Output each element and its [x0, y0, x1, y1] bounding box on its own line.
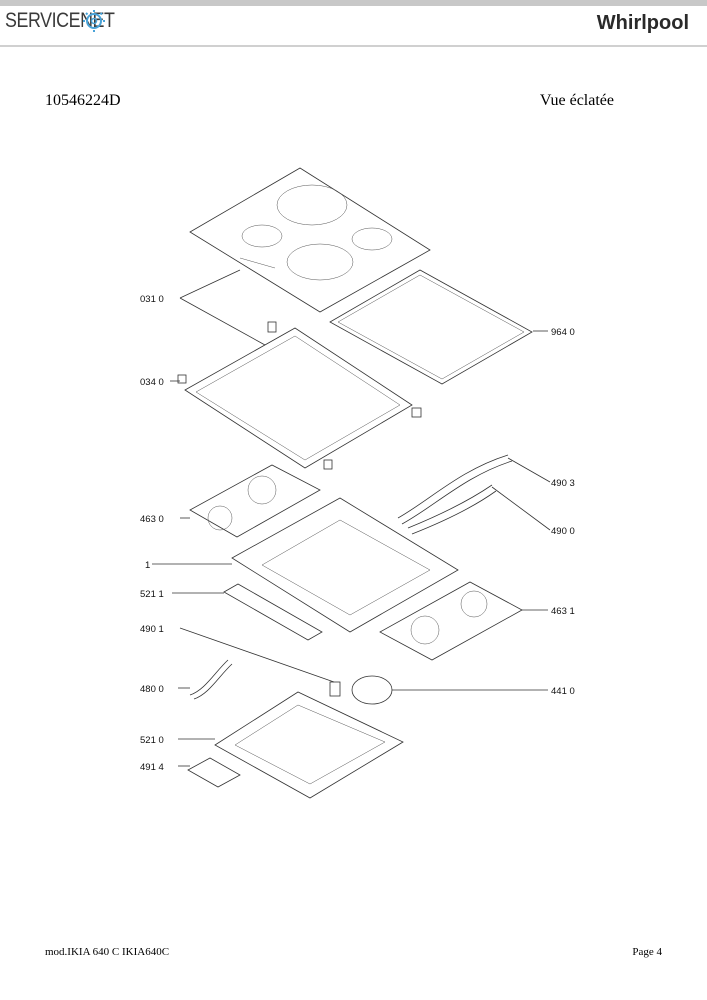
label-964: 964 0	[551, 327, 575, 338]
header-divider	[0, 45, 707, 47]
control-board	[223, 583, 323, 641]
document-title: Vue éclatée	[539, 92, 614, 109]
label-031: 031 0	[140, 294, 164, 305]
label-4631: 463 1	[551, 606, 575, 617]
label-4900: 490 0	[551, 526, 575, 537]
leader-lines	[152, 269, 551, 767]
footer-model: mod.IKIA 640 C IKIA640C	[45, 946, 170, 958]
whirlpool-logo: Whirlpool	[596, 12, 689, 34]
footer-page: Page 4	[632, 946, 662, 958]
filter	[187, 757, 241, 788]
label-4630: 463 0	[140, 514, 164, 525]
servicenet-logo: SERVICENET	[5, 9, 115, 32]
top-bar	[0, 0, 707, 6]
fan	[329, 675, 393, 705]
main-tray	[231, 497, 459, 633]
gasket	[329, 269, 533, 385]
label-4914: 491 4	[140, 762, 164, 773]
glass-top	[189, 167, 431, 313]
label-5211: 521 1	[140, 589, 164, 600]
label-4903: 490 3	[551, 478, 575, 489]
label-1: 1	[145, 560, 150, 571]
label-4901: 490 1	[140, 624, 164, 635]
gear-icon	[83, 10, 105, 32]
cables	[397, 454, 513, 535]
label-4410: 441 0	[551, 686, 575, 697]
ribbon-cable	[189, 659, 233, 700]
frame	[177, 321, 422, 470]
label-034: 034 0	[140, 377, 164, 388]
bottom-housing	[214, 691, 404, 799]
document-id: 10546224D	[45, 92, 121, 109]
label-5210: 521 0	[140, 735, 164, 746]
label-4800: 480 0	[140, 684, 164, 695]
inductor-plate-left	[189, 464, 321, 538]
